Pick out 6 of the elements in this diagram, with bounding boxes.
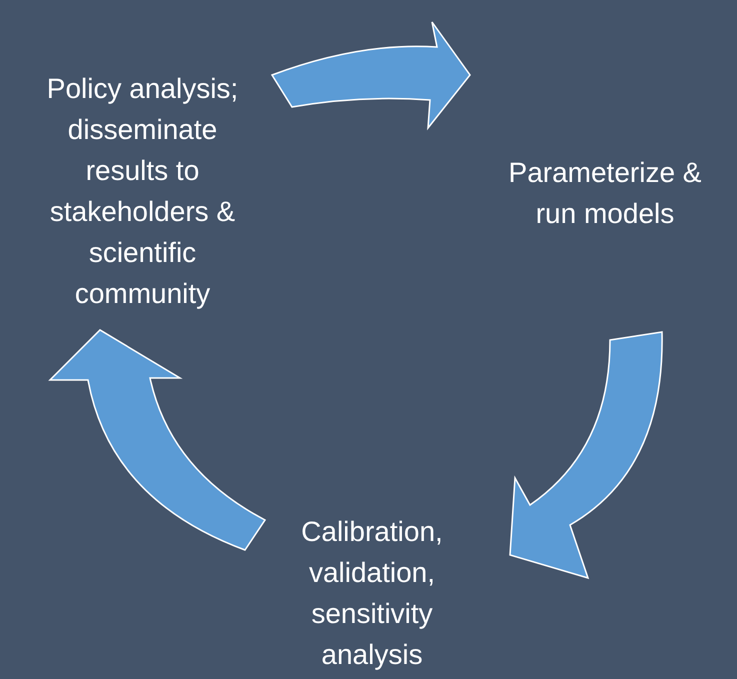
curved-block-arrow	[271, 21, 471, 129]
step-label: Parameterize & run models	[508, 156, 702, 231]
curved-block-arrow	[49, 329, 266, 551]
step-label: Policy analysis; disseminate results to stakeholders & scientific community	[46, 72, 240, 311]
step-label: Calibration, validation, sensitivity analysis	[300, 515, 444, 672]
curved-block-arrow	[509, 331, 663, 579]
